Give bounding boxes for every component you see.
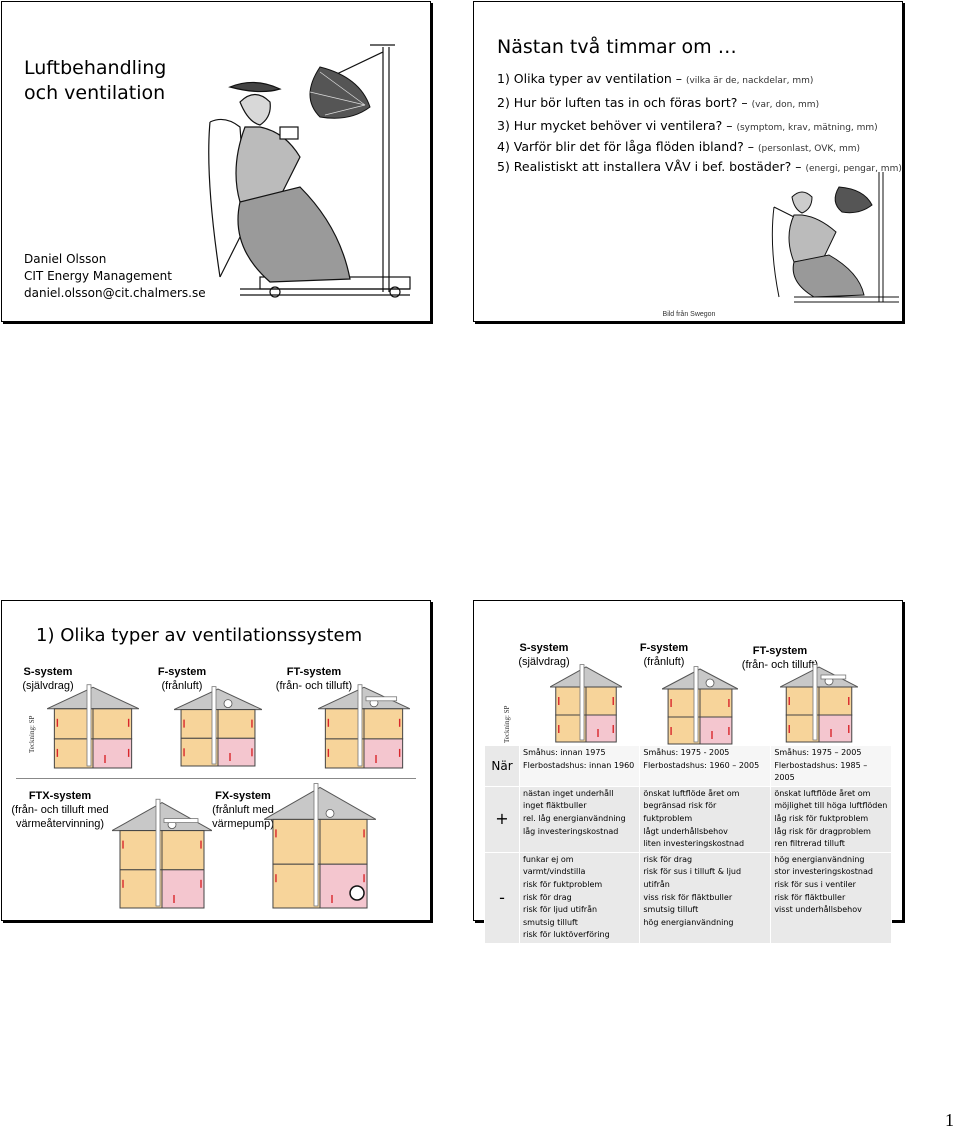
room xyxy=(272,818,321,865)
drawing-credit: Teckning: SP xyxy=(28,715,36,753)
house-ft-system-diagram-2 xyxy=(780,664,858,743)
duct xyxy=(365,696,398,702)
slide-system-comparison: S-system(självdrag) F-system(frånluft) F… xyxy=(473,600,903,944)
slide-system-types-title: 1) Olika typer av ventilationssystem xyxy=(36,625,363,646)
room xyxy=(818,714,853,743)
room xyxy=(319,818,368,865)
room xyxy=(272,863,321,909)
duct xyxy=(820,674,847,680)
author-email[interactable]: daniel.olsson@cit.chalmers.se xyxy=(24,286,206,300)
roof xyxy=(47,686,139,710)
room xyxy=(363,738,404,769)
label-ft-system-2: FT-system(från- och tilluft) xyxy=(741,645,819,671)
room xyxy=(119,869,163,909)
duct xyxy=(211,686,217,765)
room xyxy=(324,738,365,769)
slide-title: Luftbehandling och ventilation Daniel Ol… xyxy=(1,1,431,322)
room xyxy=(92,738,133,769)
room xyxy=(161,869,205,909)
label-f-system: F-system(frånluft) xyxy=(157,666,207,692)
fan xyxy=(223,699,233,709)
room xyxy=(363,708,404,740)
fan-machine-illustration-small xyxy=(771,172,899,303)
agenda-item-3: 3) Hur mycket behöver vi ventilera? – (s… xyxy=(497,118,878,133)
roof xyxy=(662,668,738,690)
agenda-title: Nästan två timmar om … xyxy=(497,36,737,58)
duct xyxy=(155,798,161,907)
label-s-system-2: S-system(självdrag) xyxy=(518,642,570,668)
agenda-item-4: 4) Varför blir det för låga flöden iblan… xyxy=(497,139,861,154)
image-caption: Bild från Swegon xyxy=(662,311,716,318)
agenda-item-5: 5) Realistiskt att installera VÅV i bef.… xyxy=(497,159,902,174)
label-ft-system: FT-system(från- och tilluft) xyxy=(275,666,353,692)
room xyxy=(92,708,133,740)
slide-title-heading: Luftbehandling och ventilation xyxy=(24,57,167,104)
duct xyxy=(357,684,363,767)
drawing-credit-2: Teckning: SP xyxy=(503,705,511,743)
author-name: Daniel Olsson xyxy=(24,252,107,266)
label-f-system-2: F-system(frånluft) xyxy=(639,642,689,668)
page-number: 1 xyxy=(945,1110,954,1130)
room xyxy=(217,737,256,767)
roof xyxy=(780,666,858,688)
room xyxy=(699,716,733,745)
label-fx-system: FX-system(frånluft med värmepump) xyxy=(212,790,274,830)
author-org: CIT Energy Management xyxy=(24,269,172,283)
room xyxy=(699,688,733,718)
duct xyxy=(86,684,92,767)
fan xyxy=(325,809,335,818)
duct xyxy=(693,666,699,743)
divider-line xyxy=(16,778,416,779)
house-s-system-diagram xyxy=(47,684,139,769)
author-block: Daniel Olsson CIT Energy Management dani… xyxy=(24,251,206,302)
agenda-item-2: 2) Hur bör luften tas in och föras bort?… xyxy=(497,95,820,110)
agenda-item-1: 1) Olika typer av ventilation – (vilka ä… xyxy=(497,71,814,86)
house-f-system-diagram xyxy=(174,686,262,767)
room xyxy=(818,686,853,716)
slide-agenda: Nästan två timmar om … 1) Olika typer av… xyxy=(473,1,903,322)
house-f-system-diagram-2 xyxy=(662,666,738,745)
house-s-system-diagram-2 xyxy=(550,664,622,743)
fan xyxy=(705,678,715,688)
roof xyxy=(174,688,262,711)
duct xyxy=(579,664,585,741)
slide-system-types: 1) Olika typer av ventilationssystem S-s… xyxy=(1,600,431,921)
room xyxy=(585,686,617,716)
room xyxy=(217,709,256,739)
fan-machine-illustration xyxy=(208,44,411,298)
roof xyxy=(112,802,212,832)
roof xyxy=(264,786,376,820)
room xyxy=(324,708,365,740)
room xyxy=(161,830,205,871)
roof xyxy=(550,666,622,688)
label-s-system: S-system(självdrag) xyxy=(22,666,74,692)
duct xyxy=(313,783,319,907)
duct xyxy=(163,818,199,824)
room xyxy=(53,738,94,769)
room xyxy=(585,714,617,743)
heat-pump xyxy=(349,885,365,901)
house-fx-system-diagram xyxy=(264,783,376,909)
house-ft-system-diagram xyxy=(318,684,410,769)
house-ftx-system-diagram xyxy=(112,798,212,909)
duct xyxy=(812,664,818,741)
label-ftx-system: FTX-system(från- och tilluft med värmeåt… xyxy=(11,790,109,830)
